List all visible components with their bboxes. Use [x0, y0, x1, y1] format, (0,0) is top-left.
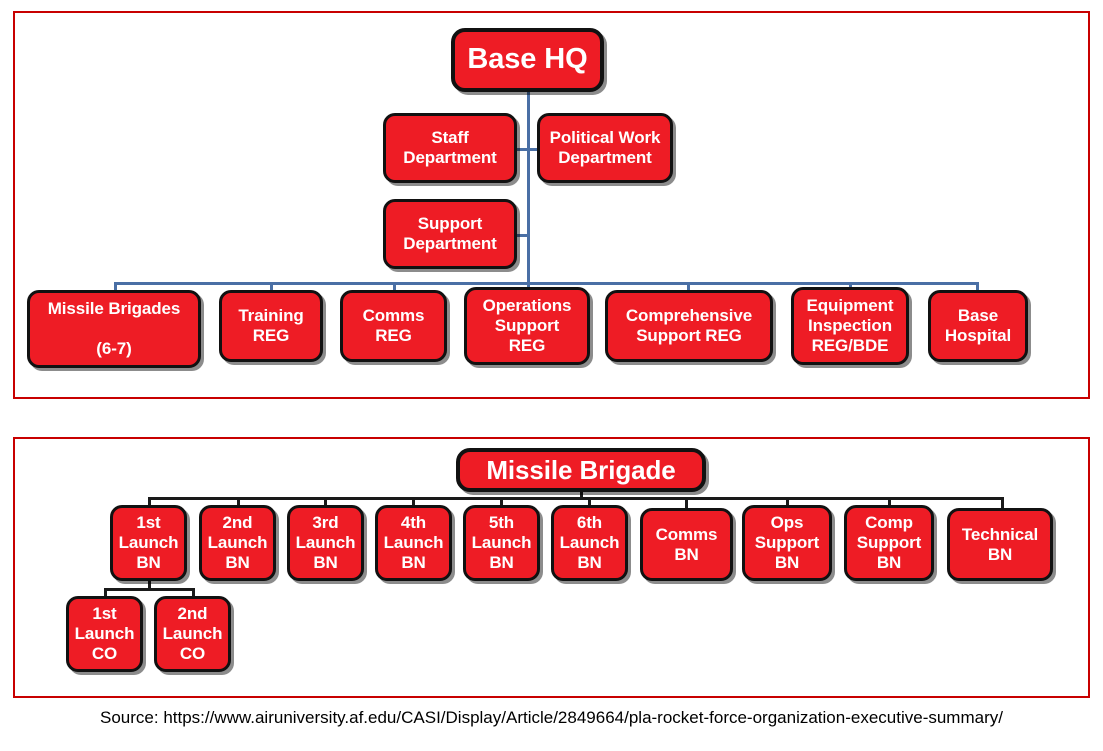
node-4th-launch-bn[interactable]: 4th Launch BN	[375, 505, 452, 581]
node-base-hospital[interactable]: Base Hospital	[928, 290, 1028, 362]
node-political-work-department[interactable]: Political Work Department	[537, 113, 673, 183]
connector-support-dept-stub	[515, 234, 530, 237]
node-staff-department[interactable]: Staff Department	[383, 113, 517, 183]
connector-bn-drop-6	[588, 497, 591, 509]
node-ops-support-bn[interactable]: Ops Support BN	[742, 505, 832, 581]
connector-co-drop-1	[104, 588, 107, 600]
node-5th-launch-bn[interactable]: 5th Launch BN	[463, 505, 540, 581]
connector-bn-drop-9	[888, 497, 891, 509]
connector-bn-drop-4	[412, 497, 415, 509]
node-training-reg[interactable]: Training REG	[219, 290, 323, 362]
connector-staff-dept-stub	[515, 148, 545, 151]
connector-bn-drop-5	[500, 497, 503, 509]
connector-units-bus	[114, 282, 978, 285]
connector-unit-drop-5	[687, 282, 690, 295]
node-equipment-inspection-reg-bde[interactable]: Equipment Inspection REG/BDE	[791, 287, 909, 365]
node-comms-bn[interactable]: Comms BN	[640, 508, 733, 581]
node-3rd-launch-bn[interactable]: 3rd Launch BN	[287, 505, 364, 581]
connector-co-root-vertical	[148, 580, 151, 590]
connector-root-vertical	[527, 92, 530, 284]
connector-bn-drop-8	[786, 497, 789, 509]
connector-bn-drop-1	[148, 497, 151, 509]
connector-brigade-root-vertical	[580, 489, 583, 500]
source-caption: Source: https://www.airuniversity.af.edu…	[100, 708, 1003, 727]
node-base-hq[interactable]: Base HQ	[451, 28, 604, 92]
node-technical-bn[interactable]: Technical BN	[947, 508, 1053, 581]
node-1st-launch-co[interactable]: 1st Launch CO	[66, 596, 143, 672]
connector-bn-drop-7	[685, 497, 688, 509]
connector-brigade-bus	[148, 497, 1003, 500]
node-comms-reg[interactable]: Comms REG	[340, 290, 447, 362]
connector-bn-drop-3	[324, 497, 327, 509]
node-1st-launch-bn[interactable]: 1st Launch BN	[110, 505, 187, 581]
connector-unit-drop-7	[976, 282, 979, 295]
connector-bn-drop-2	[237, 497, 240, 509]
node-6th-launch-bn[interactable]: 6th Launch BN	[551, 505, 628, 581]
connector-co-drop-2	[192, 588, 195, 600]
node-comp-support-bn[interactable]: Comp Support BN	[844, 505, 934, 581]
node-2nd-launch-bn[interactable]: 2nd Launch BN	[199, 505, 276, 581]
connector-bn-drop-10	[1001, 497, 1004, 509]
node-2nd-launch-co[interactable]: 2nd Launch CO	[154, 596, 231, 672]
node-comprehensive-support-reg[interactable]: Comprehensive Support REG	[605, 290, 773, 362]
connector-unit-drop-1	[114, 282, 117, 295]
node-missile-brigades[interactable]: Missile Brigades (6-7)	[27, 290, 201, 368]
node-operations-support-reg[interactable]: Operations Support REG	[464, 287, 590, 365]
connector-unit-drop-2	[270, 282, 273, 295]
node-missile-brigade[interactable]: Missile Brigade	[456, 448, 706, 492]
node-support-department[interactable]: Support Department	[383, 199, 517, 269]
connector-unit-drop-3	[393, 282, 396, 295]
connector-co-bus	[104, 588, 194, 591]
